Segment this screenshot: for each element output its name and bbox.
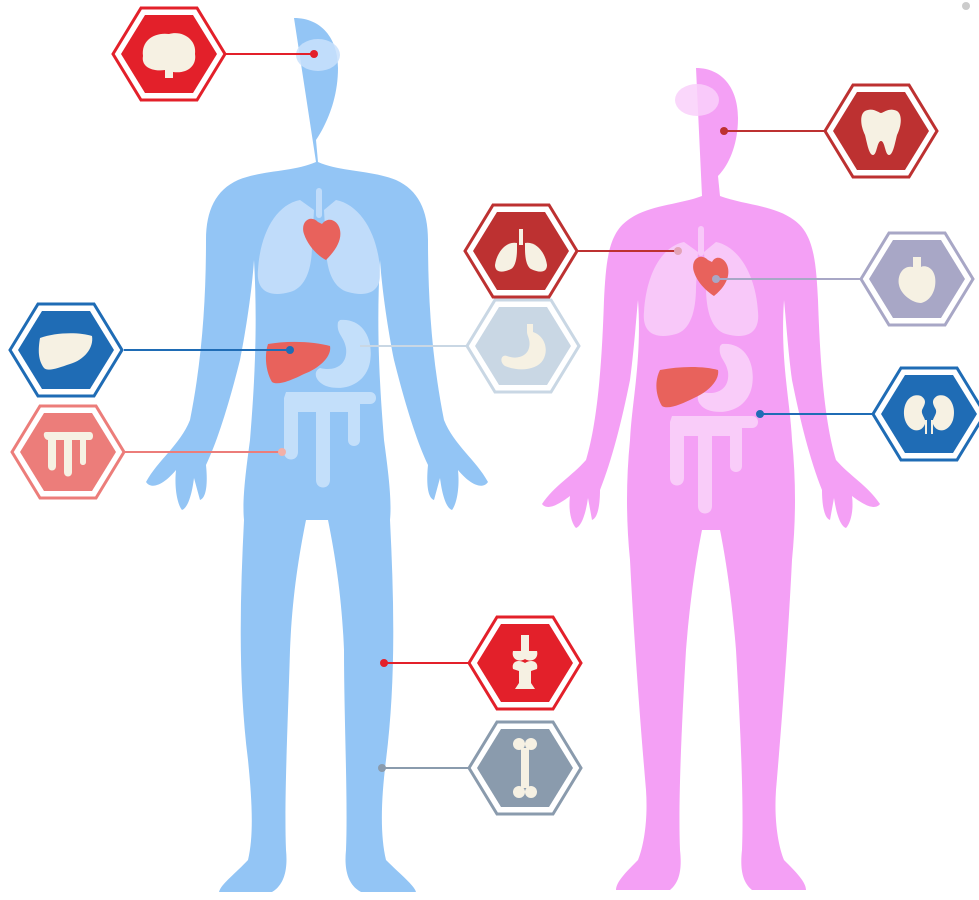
female-brain-overlay	[675, 84, 719, 116]
intestines-callout	[12, 406, 124, 498]
joint-callout	[469, 617, 581, 709]
kidneys-callout	[873, 368, 979, 460]
bone-callout	[469, 722, 581, 814]
heart-callout	[861, 233, 973, 325]
tooth-callout	[825, 85, 937, 177]
liver-callout	[10, 304, 122, 396]
stomach-callout	[467, 300, 579, 392]
lungs-callout	[465, 205, 577, 297]
male-figure	[146, 18, 488, 892]
female-figure	[542, 68, 880, 890]
corner-mark	[962, 2, 970, 10]
brain-callout	[113, 8, 225, 100]
